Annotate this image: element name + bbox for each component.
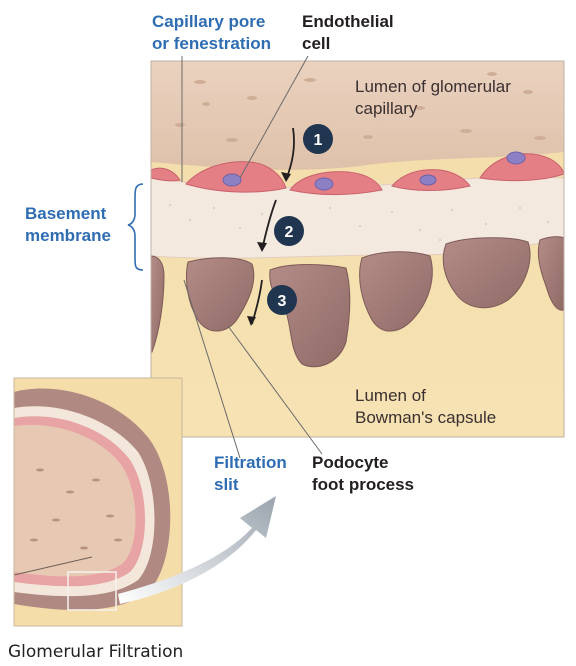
inset-capillary-lumen: [14, 424, 136, 577]
nucleus: [222, 173, 242, 187]
glomerular-lumen-label-line2: capillary: [355, 99, 418, 118]
basement-membrane-label-line1: Basement: [25, 204, 107, 223]
inset-pointer-line: [14, 556, 93, 576]
filtration-slit-label-line2: slit: [214, 475, 239, 494]
podocyte-foot-process: [537, 236, 564, 311]
endothelial-cell: [151, 167, 181, 182]
arrowhead: [247, 316, 256, 326]
endothelial-cell-label-line1: Endothelial: [302, 12, 394, 31]
filtration-arrowheads: [247, 172, 291, 326]
step-1: 1: [314, 132, 323, 149]
glomerular-lumen-label-line1: Lumen of glomerular: [355, 77, 511, 96]
podocyte-foot-process: [185, 257, 255, 332]
capillary-overview-inset: [14, 378, 182, 626]
arrowhead: [281, 172, 291, 182]
basement-membrane-label-line2: membrane: [25, 226, 111, 245]
podocyte-foot-process: [442, 237, 531, 309]
podocyte-foot-process: [151, 255, 165, 353]
step-2: 2: [285, 224, 294, 241]
bowman-lumen-label-line1: Lumen of: [355, 386, 426, 405]
endothelial-cells: [151, 151, 564, 195]
leader-line-endothelial-cell: [239, 55, 309, 179]
podocyte-foot-process: [359, 251, 433, 332]
step-badge: [274, 216, 304, 246]
nucleus: [314, 177, 334, 191]
basement-membrane-brace: [127, 183, 144, 271]
arrowhead: [257, 242, 267, 252]
filtration-slit-label-line1: Filtration: [214, 453, 287, 472]
magnified-panel-border: [150, 60, 565, 438]
leader-line-filtration-slit: [183, 279, 241, 459]
endothelial-cell-label-line2: cell: [302, 34, 330, 53]
zoom-arrow: [118, 496, 276, 604]
inset-zoom-box: [67, 571, 117, 611]
podocyte-label-line2: foot process: [312, 475, 414, 494]
capillary-pore-label-line1: Capillary pore: [152, 12, 265, 31]
capillary-pore-label-line2: or fenestration: [152, 34, 271, 53]
nucleus: [419, 174, 437, 186]
inset-lumen-texture: [30, 468, 122, 550]
step-badge: [267, 285, 297, 315]
leader-lines: [181, 55, 323, 459]
inset-border: [13, 377, 183, 627]
glomerular-capillary-lumen: [151, 61, 564, 170]
leader-line-podocyte: [227, 325, 323, 455]
nucleus: [506, 151, 526, 165]
step-badges: 1 2 3: [267, 124, 333, 315]
bowman-lumen-label-line2: Bowman's capsule: [355, 408, 496, 427]
figure-caption: Glomerular Filtration: [8, 642, 184, 662]
step-badge: [303, 124, 333, 154]
podocyte-label-line1: Podocyte: [312, 453, 389, 472]
endothelial-cell: [479, 153, 564, 182]
step-3: 3: [278, 293, 287, 310]
endothelial-cell: [289, 171, 383, 195]
